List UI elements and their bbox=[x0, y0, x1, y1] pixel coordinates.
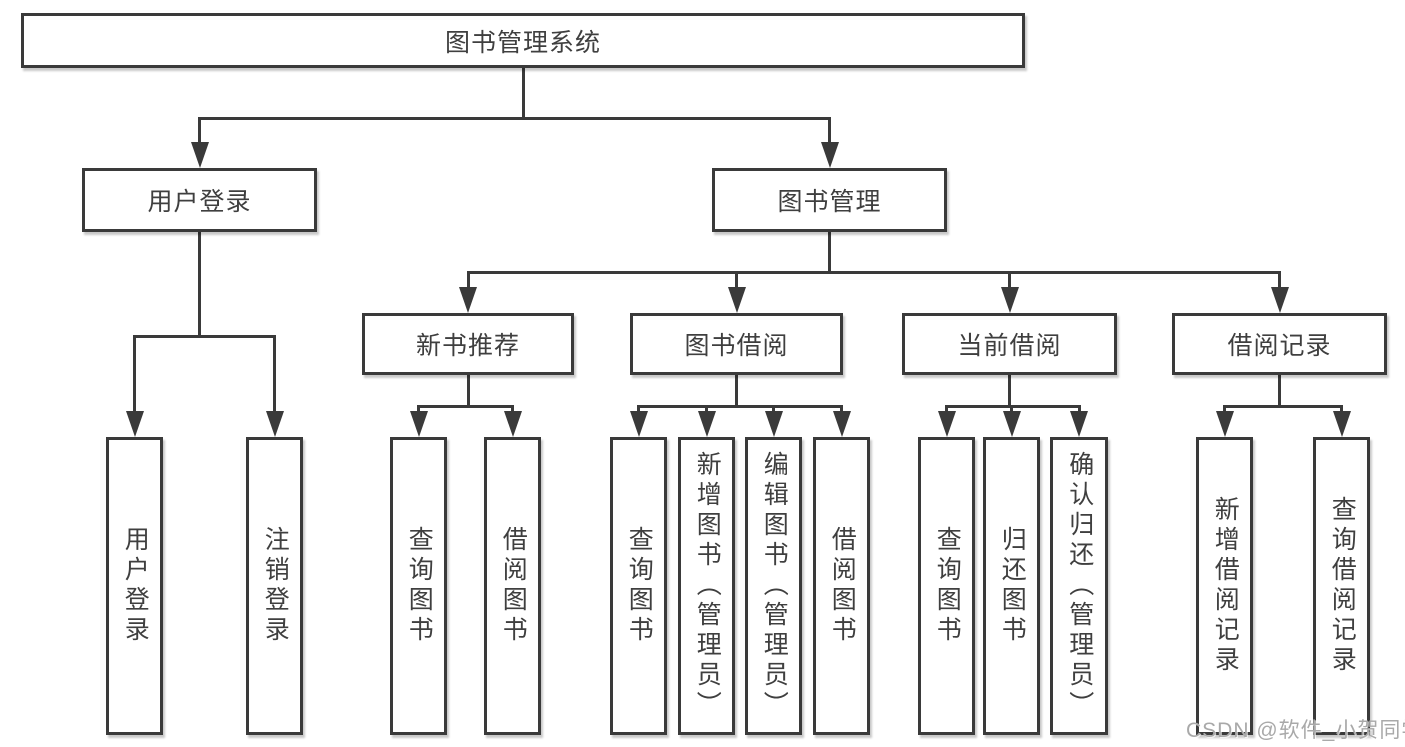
connector-stem-leaf-bb-query bbox=[637, 406, 640, 413]
node-leaf-nbr-query: 查询图书 bbox=[390, 437, 447, 735]
connector-stem-leaf-bb-borrow bbox=[840, 406, 843, 413]
node-leaf-br-query: 查询借阅记录 bbox=[1313, 437, 1370, 735]
connector-stem-leaf-cb-query bbox=[945, 406, 948, 413]
arrowhead-leaf-bb-borrow bbox=[832, 411, 851, 437]
arrowhead-leaf-bb-query bbox=[629, 411, 648, 437]
connector-stem-leaf-nbr-query bbox=[417, 406, 420, 413]
arrowhead-leaf-logout bbox=[265, 411, 284, 437]
node-leaf-cb-return: 归还图书 bbox=[983, 437, 1040, 735]
node-borrow-record: 借阅记录 bbox=[1172, 313, 1387, 375]
arrowhead-leaf-bb-add bbox=[697, 411, 716, 437]
node-leaf-logout: 注销登录 bbox=[246, 437, 303, 735]
arrowhead-book-borrow bbox=[727, 287, 746, 313]
arrowhead-leaf-cb-return bbox=[1002, 411, 1021, 437]
connector-stem-new-book-recommend bbox=[466, 272, 470, 289]
connector-stem-leaf-cb-confirm bbox=[1077, 406, 1081, 413]
node-current-borrow: 当前借阅 bbox=[902, 313, 1117, 375]
node-leaf-bb-edit: 编辑图书（管理员） bbox=[745, 437, 802, 735]
connector-stem-borrow-record bbox=[1278, 272, 1281, 289]
connector-stem-current-borrow bbox=[1008, 272, 1011, 289]
arrowhead-leaf-cb-confirm bbox=[1070, 411, 1088, 437]
node-leaf-bb-add: 新增图书（管理员） bbox=[678, 437, 735, 735]
node-label-leaf-bb-add: 新增图书（管理员） bbox=[693, 451, 722, 721]
arrowhead-leaf-cb-query bbox=[937, 411, 956, 437]
node-new-book-recommend: 新书推荐 bbox=[362, 313, 574, 375]
connector-trunk-current-borrow bbox=[1008, 375, 1011, 406]
connector-trunk-new-book-recommend bbox=[466, 375, 470, 406]
node-root: 图书管理系统 bbox=[21, 13, 1025, 68]
arrowhead-borrow-record bbox=[1270, 287, 1289, 313]
connector-branch-book-borrow bbox=[637, 404, 843, 408]
node-label-borrow-record: 借阅记录 bbox=[1227, 332, 1332, 360]
node-leaf-user-login: 用户登录 bbox=[106, 437, 163, 735]
connector-stem-leaf-cb-return bbox=[1010, 406, 1013, 413]
node-book-borrow: 图书借阅 bbox=[630, 313, 843, 375]
node-label-leaf-logout: 注销登录 bbox=[261, 526, 290, 646]
connector-trunk-root bbox=[521, 68, 525, 118]
node-label-leaf-user-login: 用户登录 bbox=[121, 526, 150, 646]
arrowhead-leaf-nbr-query bbox=[409, 411, 428, 437]
node-label-leaf-br-query: 查询借阅记录 bbox=[1328, 496, 1357, 676]
node-leaf-nbr-borrow: 借阅图书 bbox=[484, 437, 541, 735]
connector-branch-borrow-record bbox=[1223, 404, 1343, 408]
connector-branch-root bbox=[198, 116, 831, 120]
arrowhead-new-book-recommend bbox=[459, 287, 477, 313]
node-label-new-book-recommend: 新书推荐 bbox=[415, 332, 520, 360]
connector-stem-leaf-br-query bbox=[1340, 406, 1343, 413]
connector-branch-user-login bbox=[133, 334, 276, 338]
arrowhead-current-borrow bbox=[1000, 287, 1019, 313]
arrowhead-user-login bbox=[190, 142, 209, 168]
connector-trunk-user-login bbox=[198, 232, 201, 336]
node-label-leaf-cb-query: 查询图书 bbox=[933, 526, 962, 646]
arrowhead-leaf-bb-edit bbox=[764, 411, 783, 437]
arrowhead-leaf-br-query bbox=[1332, 411, 1351, 437]
connector-trunk-book-management bbox=[828, 232, 831, 272]
arrowhead-leaf-br-add bbox=[1215, 411, 1234, 437]
connector-stem-user-login bbox=[198, 118, 201, 144]
arrowhead-leaf-user-login bbox=[125, 411, 144, 437]
connector-branch-book-management bbox=[466, 270, 1281, 274]
connector-stem-leaf-logout bbox=[273, 336, 276, 413]
connector-trunk-book-borrow bbox=[735, 375, 738, 406]
node-leaf-br-add: 新增借阅记录 bbox=[1196, 437, 1253, 735]
node-leaf-cb-confirm: 确认归还（管理员） bbox=[1050, 437, 1108, 735]
connector-stem-book-management bbox=[828, 118, 831, 144]
connector-trunk-borrow-record bbox=[1278, 375, 1281, 406]
connector-stem-leaf-user-login bbox=[133, 336, 136, 413]
connector-stem-leaf-bb-edit bbox=[772, 406, 775, 413]
node-label-leaf-bb-edit: 编辑图书（管理员） bbox=[760, 451, 789, 721]
node-label-book-borrow: 图书借阅 bbox=[684, 332, 789, 360]
node-label-leaf-cb-return: 归还图书 bbox=[998, 526, 1027, 646]
connector-stem-leaf-br-add bbox=[1223, 406, 1226, 413]
node-label-root: 图书管理系统 bbox=[444, 28, 601, 57]
csdn-watermark: CSDN @软件_小贺同学 bbox=[1186, 719, 1405, 742]
node-label-leaf-cb-confirm: 确认归还（管理员） bbox=[1065, 451, 1094, 721]
connector-branch-new-book-recommend bbox=[417, 404, 514, 408]
arrowhead-book-management bbox=[820, 142, 839, 168]
node-label-leaf-bb-query: 查询图书 bbox=[625, 526, 654, 646]
connector-stem-book-borrow bbox=[735, 272, 738, 289]
connector-stem-leaf-nbr-borrow bbox=[511, 406, 514, 413]
node-label-leaf-nbr-query: 查询图书 bbox=[405, 526, 434, 646]
node-user-login: 用户登录 bbox=[82, 168, 317, 232]
node-label-book-management: 图书管理 bbox=[777, 188, 882, 216]
node-label-leaf-bb-borrow: 借阅图书 bbox=[828, 526, 857, 646]
node-label-leaf-nbr-borrow: 借阅图书 bbox=[499, 526, 528, 646]
node-leaf-bb-borrow: 借阅图书 bbox=[813, 437, 870, 735]
node-leaf-bb-query: 查询图书 bbox=[610, 437, 667, 735]
connector-stem-leaf-bb-add bbox=[705, 406, 708, 413]
node-book-management: 图书管理 bbox=[712, 168, 947, 232]
node-label-current-borrow: 当前借阅 bbox=[957, 332, 1062, 360]
arrowhead-leaf-nbr-borrow bbox=[503, 411, 522, 437]
node-leaf-cb-query: 查询图书 bbox=[918, 437, 975, 735]
node-label-leaf-br-add: 新增借阅记录 bbox=[1211, 496, 1240, 676]
node-label-user-login: 用户登录 bbox=[147, 188, 252, 216]
